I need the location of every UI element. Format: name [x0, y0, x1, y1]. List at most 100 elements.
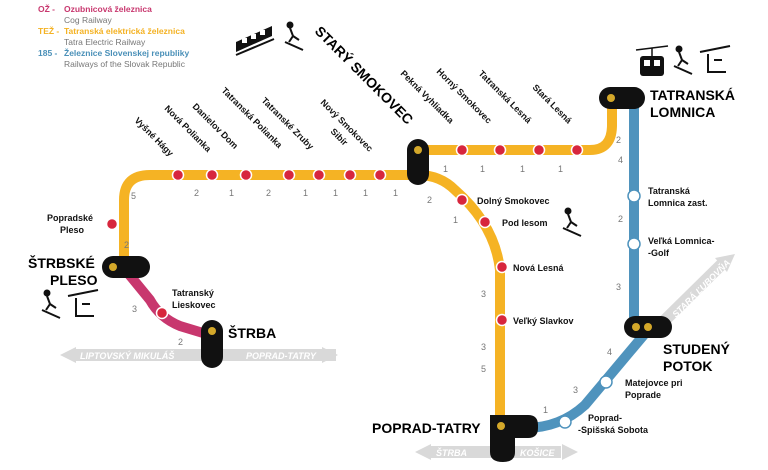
hub-dot — [632, 323, 640, 331]
legend-code: 185 - — [38, 48, 58, 58]
station-label: Popradské — [47, 213, 93, 223]
station-label: Tatranská — [648, 186, 691, 196]
station-label: Stará Lesná — [531, 82, 575, 126]
skier-icon — [284, 21, 304, 51]
hub-dot — [109, 263, 117, 271]
line-tez-main — [119, 170, 505, 430]
hub-strbske-pleso — [102, 256, 150, 278]
legend-sub: Tatra Electric Railway — [64, 37, 146, 47]
time-label: 2 — [616, 135, 621, 145]
time-label: 1 — [480, 164, 485, 174]
time-label: 3 — [616, 282, 621, 292]
skier-icon — [673, 45, 693, 75]
legend-row-cog: OŽ - Ozubnicová železnica — [38, 4, 189, 15]
station-label: Vyšné Hágy — [133, 115, 176, 158]
legend-row-tez: TEŽ - Tatranská elektrická železnica — [38, 26, 189, 37]
hub-strba — [201, 320, 223, 368]
direction-label-strba: ŠTRBA — [436, 447, 467, 458]
time-label: 1 — [520, 164, 525, 174]
station-label: -Golf — [648, 248, 670, 258]
legend-sub: Railways of the Slovak Republic — [64, 59, 185, 69]
stop-nova-polianka — [205, 168, 219, 182]
arrow-west-icon — [60, 347, 76, 363]
hub-label-studeny-potok: STUDENÝ — [663, 340, 731, 357]
hub-dot — [644, 323, 652, 331]
hub-dot — [208, 327, 216, 335]
station-label: Lomnica zast. — [648, 198, 708, 208]
time-label: 3 — [132, 304, 137, 314]
line-zsr-lomnica — [617, 93, 639, 330]
travel-times: 5 2 1 2 1 1 1 1 1 1 1 1 2 2 1 3 3 5 4 2 … — [124, 135, 623, 415]
stop-sibir — [373, 168, 387, 182]
legend-name: Železnice Slovenskej republiky — [64, 48, 190, 58]
skier-icon — [562, 207, 582, 237]
time-label: 5 — [481, 364, 486, 374]
time-label: 1 — [543, 405, 548, 415]
stop-dolny-smokovec — [455, 193, 469, 207]
hub-label-tatranska-lomnica: LOMNICA — [650, 104, 715, 120]
station-label: Tatranské Zruby — [260, 95, 316, 151]
hub-dot — [414, 146, 422, 154]
station-label: Lieskovec — [172, 300, 216, 310]
arrow-east-icon — [322, 347, 338, 363]
hub-label-studeny-potok: POTOK — [663, 358, 713, 374]
legend-code: OŽ - — [38, 4, 55, 14]
station-label: Veľká Lomnica- — [648, 236, 715, 246]
zsr-stops — [558, 189, 641, 429]
hub-label-tatranska-lomnica: TATRANSKÁ — [650, 87, 735, 103]
time-label: 4 — [618, 155, 623, 165]
hub-tatranska-lomnica — [599, 87, 645, 109]
stop-tatranska-polianka — [282, 168, 296, 182]
station-label: Poprade — [625, 390, 661, 400]
legend-row-zsr: 185 - Železnice Slovenskej republiky — [38, 48, 189, 59]
direction-label-poprad: POPRAD-TATRY — [246, 351, 317, 361]
legend-name: Ozubnicová železnica — [64, 4, 152, 14]
direction-label-kosice: KOŠICE — [520, 447, 556, 458]
stop-vysne-hagy — [171, 168, 185, 182]
stop-tatranske-zruby — [312, 168, 326, 182]
skier-icon — [41, 289, 61, 319]
time-label: 2 — [124, 240, 129, 250]
stop-nova-lesna — [495, 260, 509, 274]
time-label: 3 — [481, 289, 486, 299]
hub-label-poprad-tatry: POPRAD-TATRY — [372, 420, 481, 436]
hub-label-strbske-pleso: ŠTRBSKÉ — [28, 254, 95, 271]
direction-label-liptovsky: LIPTOVSKÝ MIKULÁŠ — [80, 350, 174, 361]
chairlift-icon — [699, 45, 731, 73]
hub-stary-smokovec — [407, 139, 429, 185]
stops — [105, 143, 584, 327]
stop-tatranska-lesna — [532, 143, 546, 157]
time-label: 5 — [131, 191, 136, 201]
legend-name: Tatranská elektrická železnica — [64, 26, 185, 36]
time-label: 2 — [178, 337, 183, 347]
stop-matejovce — [599, 375, 613, 389]
time-label: 1 — [393, 188, 398, 198]
stop-tatranska-lomnica-zast — [627, 189, 641, 203]
cog-railway-icon — [235, 26, 275, 56]
stop-poprad-spisska-sobota — [558, 415, 572, 429]
direction-label-stara-lubovna: STARÁ ĽUBOVŇA — [670, 257, 732, 319]
stop-popradske-pleso — [105, 217, 119, 231]
stop-velky-slavkov — [495, 313, 509, 327]
legend-sub: Cog Railway — [64, 15, 112, 25]
station-label: Matejovce pri — [625, 378, 683, 388]
station-label: Tatranský — [172, 288, 214, 298]
time-label: 1 — [443, 164, 448, 174]
time-label: 4 — [607, 347, 612, 357]
time-label: 2 — [194, 188, 199, 198]
time-label: 3 — [481, 342, 486, 352]
time-label: 3 — [573, 385, 578, 395]
station-label: Pleso — [60, 225, 85, 235]
arrow-east-icon — [562, 444, 578, 460]
stop-tatransky-lieskovec — [155, 306, 169, 320]
time-label: 1 — [363, 188, 368, 198]
time-label: 1 — [558, 164, 563, 174]
station-label: Pod lesom — [502, 218, 548, 228]
station-label: Nový Smokovec — [319, 97, 375, 153]
time-label: 2 — [618, 214, 623, 224]
chairlift-icon — [67, 289, 99, 317]
time-label: 1 — [229, 188, 234, 198]
hub-dot — [607, 94, 615, 102]
time-label: 1 — [453, 215, 458, 225]
